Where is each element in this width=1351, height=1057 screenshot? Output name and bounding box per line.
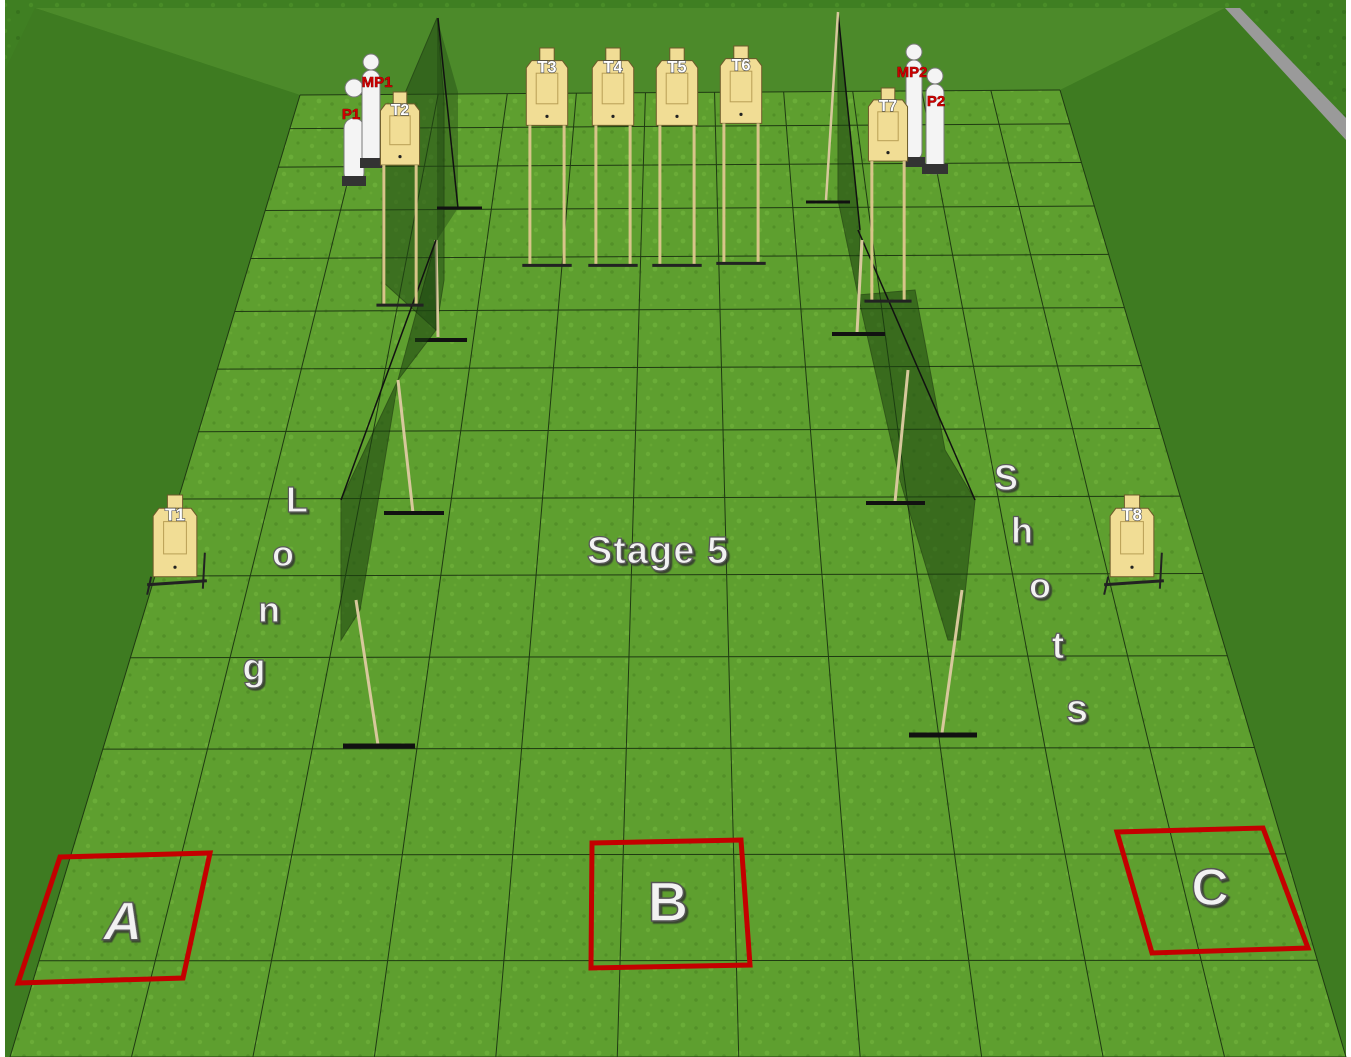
left-letter-4: g <box>242 647 265 689</box>
grid-line-horizontal <box>154 573 1204 577</box>
target-leg <box>1103 576 1110 595</box>
right-letter-1: S <box>994 457 1018 498</box>
left-side-word: L o n g <box>242 478 309 689</box>
target-label-t5: T5 <box>667 58 686 76</box>
box-label-c: C <box>1191 859 1229 917</box>
target-zone <box>389 115 411 146</box>
target-zone <box>1120 521 1144 555</box>
grid-line-horizontal <box>130 655 1228 659</box>
shooting-box-c: C <box>1113 825 1312 956</box>
right-walls <box>806 11 977 738</box>
shooting-box-b: B <box>588 837 753 971</box>
target-label-t8: T8 <box>1122 505 1142 525</box>
left-letter-3: n <box>258 589 280 630</box>
right-letter-3: o <box>1029 565 1051 606</box>
left-walls <box>340 17 482 749</box>
target-zone <box>729 70 753 103</box>
target-dot <box>545 114 549 118</box>
right-letter-2: h <box>1011 510 1033 551</box>
target-zone <box>535 72 559 105</box>
target-t4: T4 <box>588 47 638 267</box>
target-label-t4: T4 <box>603 58 623 76</box>
target-label-t1: T1 <box>165 505 185 525</box>
target-base <box>1104 579 1164 587</box>
target-zone <box>601 72 625 105</box>
target-t1: T1 <box>146 494 207 595</box>
target-dot <box>675 114 679 118</box>
target-t8: T8 <box>1103 494 1164 595</box>
target-t5: T5 <box>652 47 702 267</box>
target-dot <box>611 114 615 118</box>
grid-line-horizontal <box>102 747 1255 750</box>
left-letter-2: o <box>272 533 294 574</box>
target-zone <box>163 521 187 555</box>
target-t7: T7 <box>864 87 912 303</box>
grid-line-horizontal <box>234 307 1125 312</box>
target-label-t7: T7 <box>879 98 897 115</box>
grid-line-horizontal <box>198 427 1161 433</box>
target-leg <box>146 576 153 595</box>
target-t3: T3 <box>522 47 572 267</box>
target-leg <box>201 552 206 589</box>
target-label-t6: T6 <box>731 56 750 74</box>
target-zone <box>665 72 689 105</box>
grid-line-horizontal <box>38 959 1318 962</box>
stage-title: Stage 5 <box>587 530 729 572</box>
popper-label-mp2: MP2 <box>897 64 928 81</box>
left-letter-1: L <box>286 479 308 520</box>
popper-label-p1: P1 <box>342 106 360 123</box>
right-letter-5: s <box>1066 687 1088 731</box>
target-label-t3: T3 <box>537 58 556 76</box>
grid-line-horizontal <box>70 853 1286 856</box>
box-label-b: B <box>648 870 688 933</box>
popper-p2: P2 <box>922 67 948 175</box>
target-zone <box>877 111 899 142</box>
target-dot <box>1130 565 1134 569</box>
target-dot <box>173 565 177 569</box>
popper-mp1: MP1 <box>360 53 393 168</box>
popper-label-mp1: MP1 <box>362 74 393 91</box>
target-label-t2: T2 <box>391 102 410 119</box>
target-base <box>147 579 207 587</box>
grid-line-horizontal <box>217 365 1142 370</box>
target-t6: T6 <box>716 45 766 265</box>
target-t2: T2 <box>376 91 424 307</box>
target-leg <box>1158 552 1163 589</box>
target-dot <box>886 151 890 155</box>
right-side-word: S h o t s <box>993 456 1088 731</box>
popper-label-p2: P2 <box>927 93 945 110</box>
range-floor <box>10 90 1346 1057</box>
target-dot <box>739 112 743 116</box>
target-dot <box>398 155 402 159</box>
right-letter-4: t <box>1052 625 1065 667</box>
